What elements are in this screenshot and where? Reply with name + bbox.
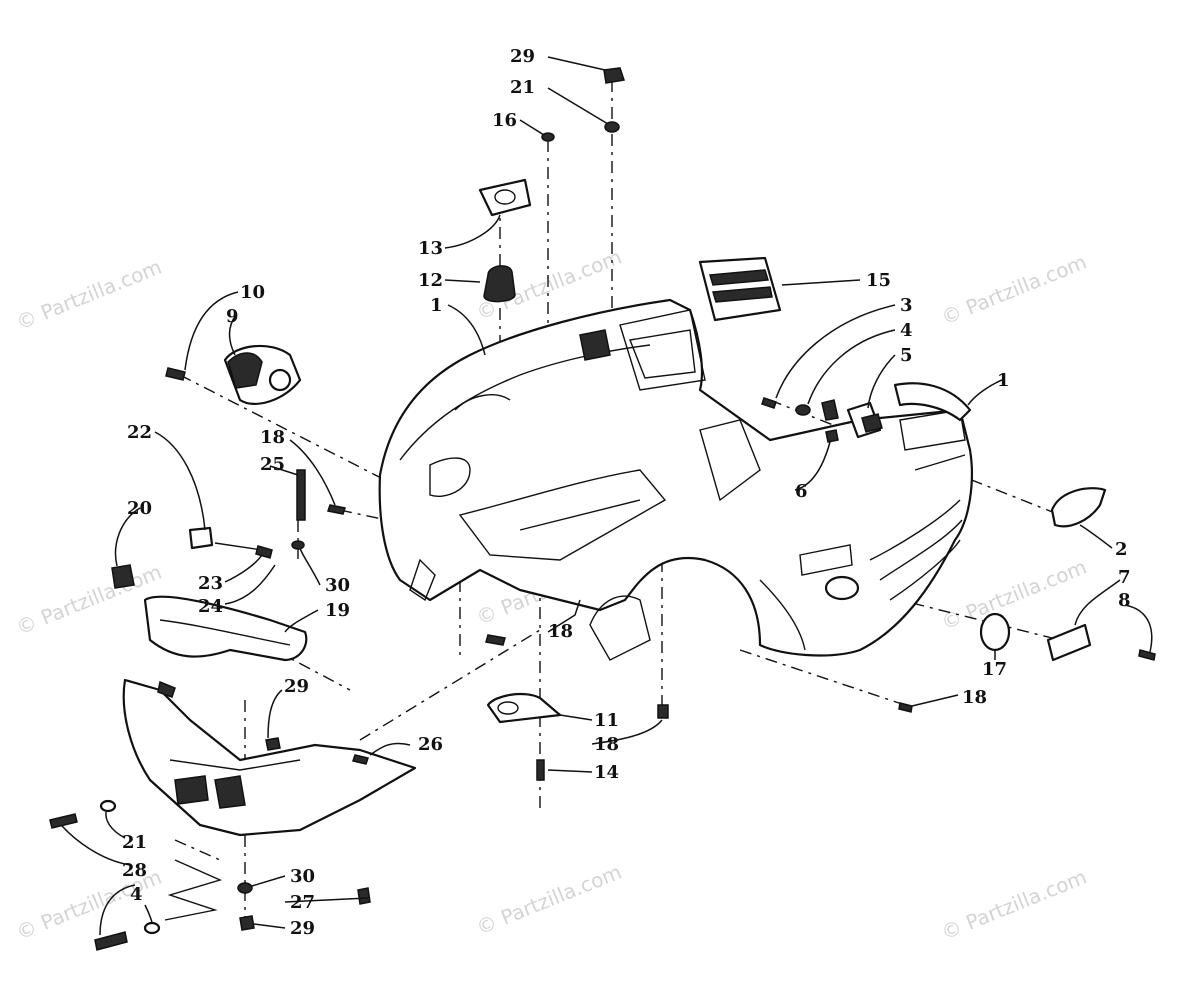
callout-25: 25 bbox=[260, 454, 285, 475]
plate-13 bbox=[478, 178, 532, 217]
callout-3: 3 bbox=[900, 295, 913, 316]
hardware-lower bbox=[486, 692, 669, 781]
watermark: © Partzilla.com bbox=[473, 860, 625, 940]
headlight-housing bbox=[165, 344, 302, 405]
callout-24: 24 bbox=[198, 596, 223, 617]
hardware-right bbox=[761, 382, 1156, 713]
watermark: © Partzilla.com bbox=[13, 255, 165, 335]
watermark: © Partzilla.com bbox=[938, 250, 1090, 330]
callout-17: 17 bbox=[982, 659, 1007, 680]
callout-29: 29 bbox=[284, 676, 309, 697]
callout-6: 6 bbox=[795, 481, 808, 502]
callout-13: 13 bbox=[418, 238, 443, 259]
callout-11: 11 bbox=[594, 710, 619, 731]
callout-8: 8 bbox=[1118, 590, 1131, 611]
hardware-top bbox=[478, 67, 782, 322]
callout-30: 30 bbox=[290, 866, 315, 887]
washer-16 bbox=[541, 132, 555, 142]
callout-18: 18 bbox=[260, 427, 285, 448]
callout-29: 29 bbox=[510, 46, 535, 67]
callout-4: 4 bbox=[130, 884, 143, 905]
callout-27: 27 bbox=[290, 892, 315, 913]
callout-18: 18 bbox=[594, 734, 619, 755]
skid-plate bbox=[49, 678, 417, 951]
leader-lines bbox=[61, 56, 1153, 936]
callout-18: 18 bbox=[548, 621, 573, 642]
callout-12: 12 bbox=[418, 270, 443, 291]
callout-21: 21 bbox=[122, 832, 147, 853]
callout-7: 7 bbox=[1118, 567, 1131, 588]
callout-14: 14 bbox=[594, 762, 619, 783]
watermark: © Partzilla.com bbox=[13, 560, 165, 640]
callout-2: 2 bbox=[1115, 539, 1128, 560]
callout-26: 26 bbox=[418, 734, 443, 755]
nose-pan bbox=[378, 298, 973, 661]
callout-21: 21 bbox=[510, 77, 535, 98]
callout-23: 23 bbox=[198, 573, 223, 594]
callout-22: 22 bbox=[127, 422, 152, 443]
callout-20: 20 bbox=[127, 498, 152, 519]
callout-29: 29 bbox=[290, 918, 315, 939]
callout-15: 15 bbox=[866, 270, 891, 291]
callout-30: 30 bbox=[325, 575, 350, 596]
callout-labels: 29 21 16 13 12 1 15 3 4 5 1 6 2 7 8 17 1… bbox=[122, 46, 1131, 939]
callout-19: 19 bbox=[325, 600, 350, 621]
bumper-assembly bbox=[111, 469, 506, 662]
washer-21 bbox=[604, 121, 620, 133]
watermark: © Partzilla.com bbox=[938, 555, 1090, 635]
callout-16: 16 bbox=[492, 110, 517, 131]
callout-5: 5 bbox=[900, 345, 913, 366]
grommet-12 bbox=[483, 265, 516, 303]
callout-9: 9 bbox=[226, 306, 239, 327]
callout-1: 1 bbox=[997, 370, 1010, 391]
nut-29 bbox=[603, 67, 625, 84]
watermark: © Partzilla.com bbox=[938, 865, 1090, 945]
callout-1: 1 bbox=[430, 295, 443, 316]
callout-18: 18 bbox=[962, 687, 987, 708]
callout-28: 28 bbox=[122, 860, 147, 881]
callout-10: 10 bbox=[240, 282, 265, 303]
callout-4: 4 bbox=[900, 320, 913, 341]
